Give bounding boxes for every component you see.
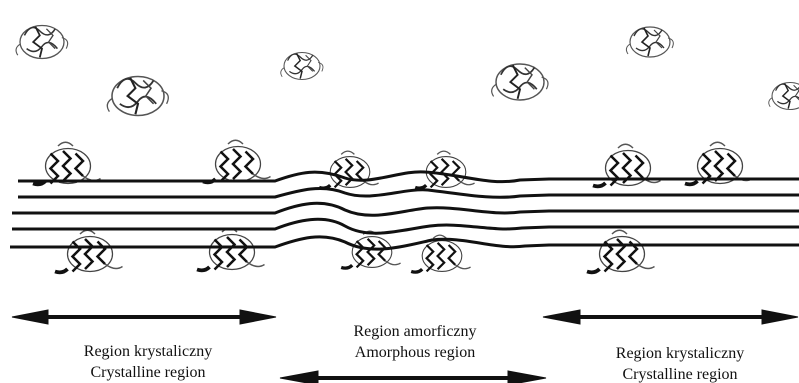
polymer-chain-line	[18, 172, 799, 182]
protein-molecule-icon	[492, 64, 548, 100]
polymer-chain-line	[12, 219, 799, 233]
region-label-polish: Region krystaliczny	[580, 343, 780, 364]
region-label-polish: Region amorficzny	[315, 321, 515, 342]
double-arrow-icon	[280, 371, 546, 383]
region-label-english: Crystalline region	[48, 362, 248, 383]
polymer-chain-line	[12, 203, 799, 215]
bound-protein-icon	[319, 151, 378, 188]
region-label-middle: Region amorficzny Amorphous region	[315, 321, 515, 363]
region-label-english: Crystalline region	[580, 364, 780, 383]
bound-protein-icon	[55, 230, 123, 272]
region-label-left: Region krystaliczny Crystalline region	[48, 341, 248, 383]
double-arrow-icon	[12, 310, 276, 324]
protein-molecule-icon	[16, 26, 68, 59]
region-label-right: Region krystaliczny Crystalline region	[580, 343, 780, 383]
bound-protein-icon	[415, 151, 474, 188]
region-label-polish: Region krystaliczny	[48, 341, 248, 362]
protein-molecule-icon	[281, 53, 323, 80]
polymer-chain-line	[10, 237, 799, 249]
bound-protein-icon	[587, 230, 655, 272]
region-label-english: Amorphous region	[315, 342, 515, 363]
bound-protein-icon	[203, 140, 271, 182]
double-arrow-icon	[543, 310, 798, 324]
polymer-chain-line	[18, 188, 799, 197]
bound-protein-icon	[33, 142, 101, 184]
polymer-chains	[10, 172, 799, 249]
protein-molecule-icon	[107, 77, 168, 116]
bound-protein-icon	[197, 228, 265, 270]
protein-molecule-icon	[626, 27, 673, 57]
protein-molecule-icon	[769, 83, 799, 110]
